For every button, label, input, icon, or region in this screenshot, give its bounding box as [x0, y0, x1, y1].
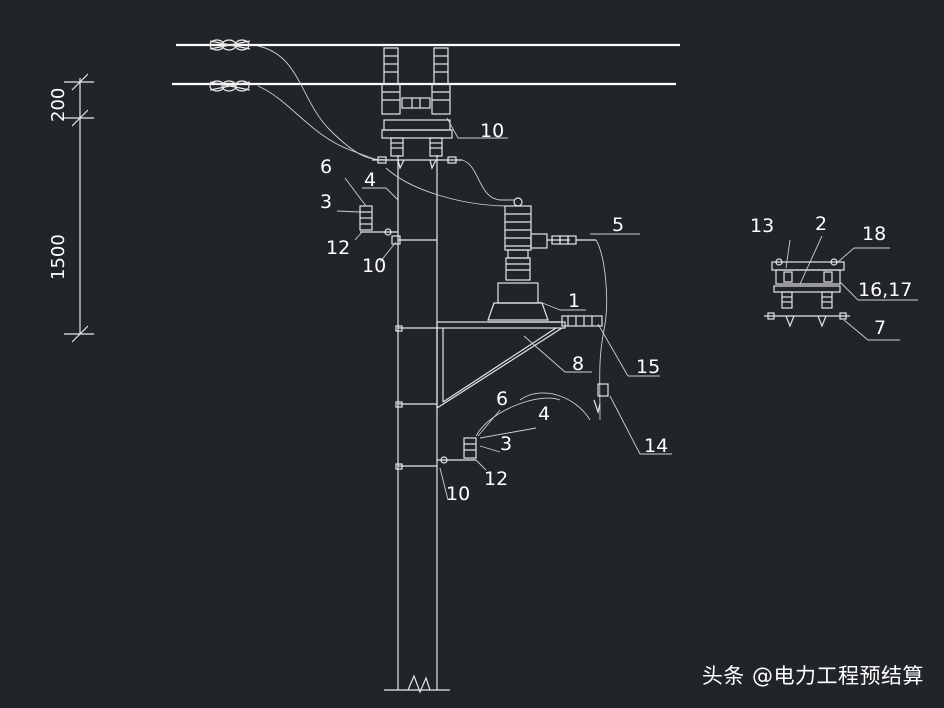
callout-6-lower: 6 — [496, 388, 508, 410]
callout-1: 1 — [568, 290, 580, 312]
side-detail-view — [764, 258, 850, 328]
top-switch-assembly — [372, 47, 462, 170]
callout-2: 2 — [815, 213, 827, 235]
callout-7: 7 — [874, 317, 886, 339]
watermark-text: 头条 @电力工程预结算 — [701, 664, 924, 688]
callout-13: 13 — [750, 215, 774, 237]
callout-18: 18 — [862, 223, 886, 245]
overhead-conductors — [172, 39, 680, 161]
callout-10-lower: 10 — [446, 483, 470, 505]
callout-16-17: 16,17 — [858, 279, 912, 301]
callout-3-lower: 3 — [500, 433, 512, 455]
strain-insulator-bottom — [209, 80, 251, 92]
callout-15: 15 — [636, 356, 660, 378]
callout-6-upper: 6 — [320, 156, 332, 178]
callout-4-lower: 4 — [538, 403, 550, 425]
bracket-support — [436, 315, 603, 409]
dimension-lines: 200 1500 — [48, 73, 94, 343]
leader-lines — [336, 117, 918, 501]
callout-12-upper: 12 — [326, 237, 350, 259]
callout-10-middle: 10 — [362, 255, 386, 277]
callout-labels: 10 6 4 3 12 10 5 1 8 15 6 4 3 14 12 10 1… — [320, 120, 912, 505]
fuse-link — [593, 383, 609, 415]
lower-pin-insulator — [437, 437, 477, 464]
dimension-200: 200 — [48, 88, 69, 122]
callout-10-top: 10 — [480, 120, 504, 142]
pole-bolts — [395, 325, 437, 470]
callout-12-lower: 12 — [484, 468, 508, 490]
callout-14: 14 — [644, 435, 668, 457]
strain-insulator-top — [209, 39, 251, 51]
callout-3-upper: 3 — [320, 191, 332, 213]
upper-pin-insulator — [359, 205, 437, 245]
callout-4-upper: 4 — [364, 169, 376, 191]
dimension-1500: 1500 — [48, 234, 69, 280]
callout-8: 8 — [572, 353, 584, 375]
callout-5: 5 — [612, 214, 624, 236]
connecting-leads — [385, 159, 608, 437]
